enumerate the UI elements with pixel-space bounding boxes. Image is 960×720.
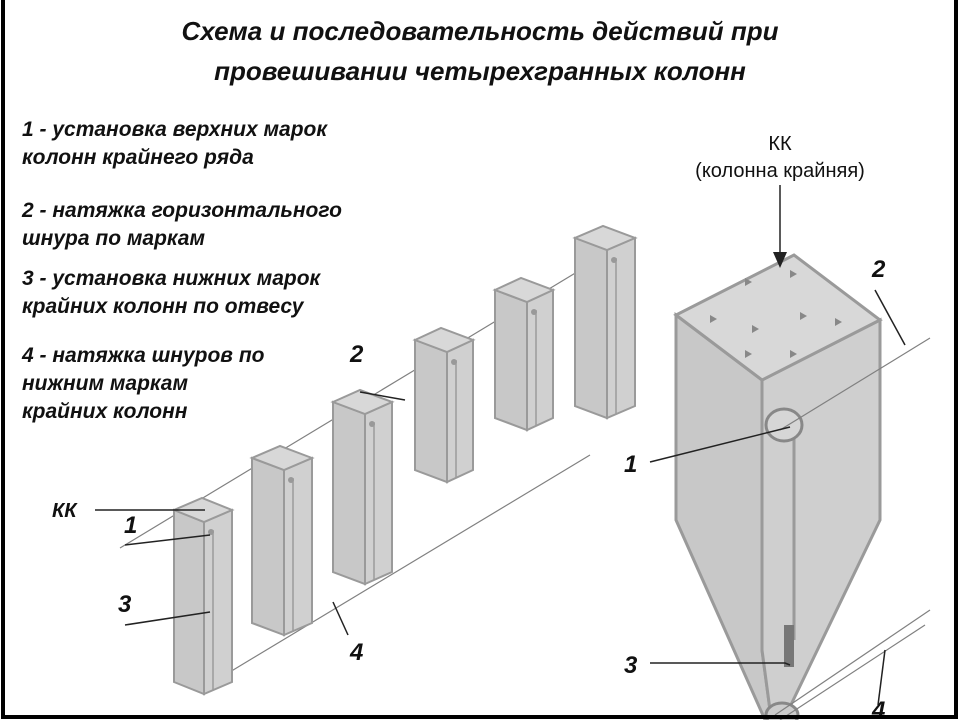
step-2-line-1: 2 - натяжка горизонтального xyxy=(21,199,342,222)
step-3-line-2: крайних колонн по отвесу xyxy=(22,295,305,318)
column-left-face xyxy=(574,236,608,420)
column-small-3 xyxy=(330,388,395,586)
column-small-4 xyxy=(412,326,476,484)
column-top-face xyxy=(673,253,883,382)
step-4-line-1: 4 - натяжка шнуров по xyxy=(21,344,265,367)
top-mark-icon xyxy=(451,359,457,365)
top-mark-icon xyxy=(288,477,294,483)
big-column-desc: (колонна крайняя) xyxy=(695,160,865,182)
column-top-face xyxy=(249,444,315,472)
top-mark-icon xyxy=(531,309,537,315)
step-4-line-2: нижним маркам xyxy=(22,372,188,395)
columns xyxy=(171,224,883,720)
column-left-face xyxy=(494,288,528,432)
column-right-face xyxy=(446,338,474,484)
center-mark-icon xyxy=(790,350,797,358)
steps-legend: 1 - установка верхних марок колонн крайн… xyxy=(21,118,342,423)
string-top-big xyxy=(779,337,931,431)
center-mark-icon xyxy=(835,318,842,326)
column-small-1 xyxy=(171,496,235,696)
column-right-face xyxy=(606,236,636,420)
column-right-face xyxy=(203,508,233,696)
small-label-1: 1 xyxy=(124,512,137,539)
center-mark-icon xyxy=(745,350,752,358)
step-3-line-1: 3 - установка нижних марок xyxy=(22,267,322,290)
small-label-kk: КК xyxy=(52,500,78,522)
small-label-2: 2 xyxy=(349,341,364,368)
column-top-face xyxy=(572,224,638,252)
top-mark-icon xyxy=(764,407,804,443)
column-big xyxy=(673,253,883,720)
step-4-line-3: крайних колонн xyxy=(22,400,188,423)
step-1-line-1: 1 - установка верхних марок xyxy=(22,118,328,141)
small-label-3: 3 xyxy=(118,591,132,618)
top-mark-icon xyxy=(611,257,617,263)
string-bottom-small xyxy=(199,454,591,691)
step-1-line-2: колонн крайнего ряда xyxy=(22,146,254,169)
column-top-face xyxy=(412,326,476,354)
big-label-1: 1 xyxy=(624,451,637,478)
center-mark-icon xyxy=(790,270,797,278)
top-mark-icon xyxy=(369,421,375,427)
column-small-2 xyxy=(249,444,315,637)
small-label-4: 4 xyxy=(349,639,363,666)
big-label-4: 4 xyxy=(871,697,885,720)
string-bottom-big-2 xyxy=(779,624,926,720)
leader-lines xyxy=(95,185,906,706)
column-right-face xyxy=(283,456,313,637)
center-mark-icon xyxy=(745,278,752,286)
column-top-face xyxy=(492,276,556,304)
bottom-mark-icon xyxy=(784,625,794,667)
column-right-face xyxy=(526,288,554,432)
center-mark-icon xyxy=(752,325,759,333)
title-line-1: Схема и последовательность действий при xyxy=(182,16,779,46)
string-bottom-big xyxy=(774,609,931,716)
big-label-2: 2 xyxy=(871,256,886,283)
step-2-line-2: шнура по маркам xyxy=(22,227,205,250)
big-label-3: 3 xyxy=(624,652,638,679)
big-column-code: КК xyxy=(768,133,792,155)
column-left-face xyxy=(332,400,366,586)
column-left-face xyxy=(251,456,285,637)
center-mark-icon xyxy=(710,315,717,323)
top-mark-icon xyxy=(208,529,214,535)
column-right-face xyxy=(364,400,393,586)
center-mark-icon xyxy=(800,312,807,320)
strings-front xyxy=(774,337,931,720)
column-left-face xyxy=(414,338,448,484)
arrow-head-icon xyxy=(773,252,787,268)
column-small-6 xyxy=(572,224,638,420)
column-top-face xyxy=(330,388,395,416)
title-line-2: провешивании четырехгранных колонн xyxy=(214,56,746,86)
column-small-5 xyxy=(492,276,556,432)
